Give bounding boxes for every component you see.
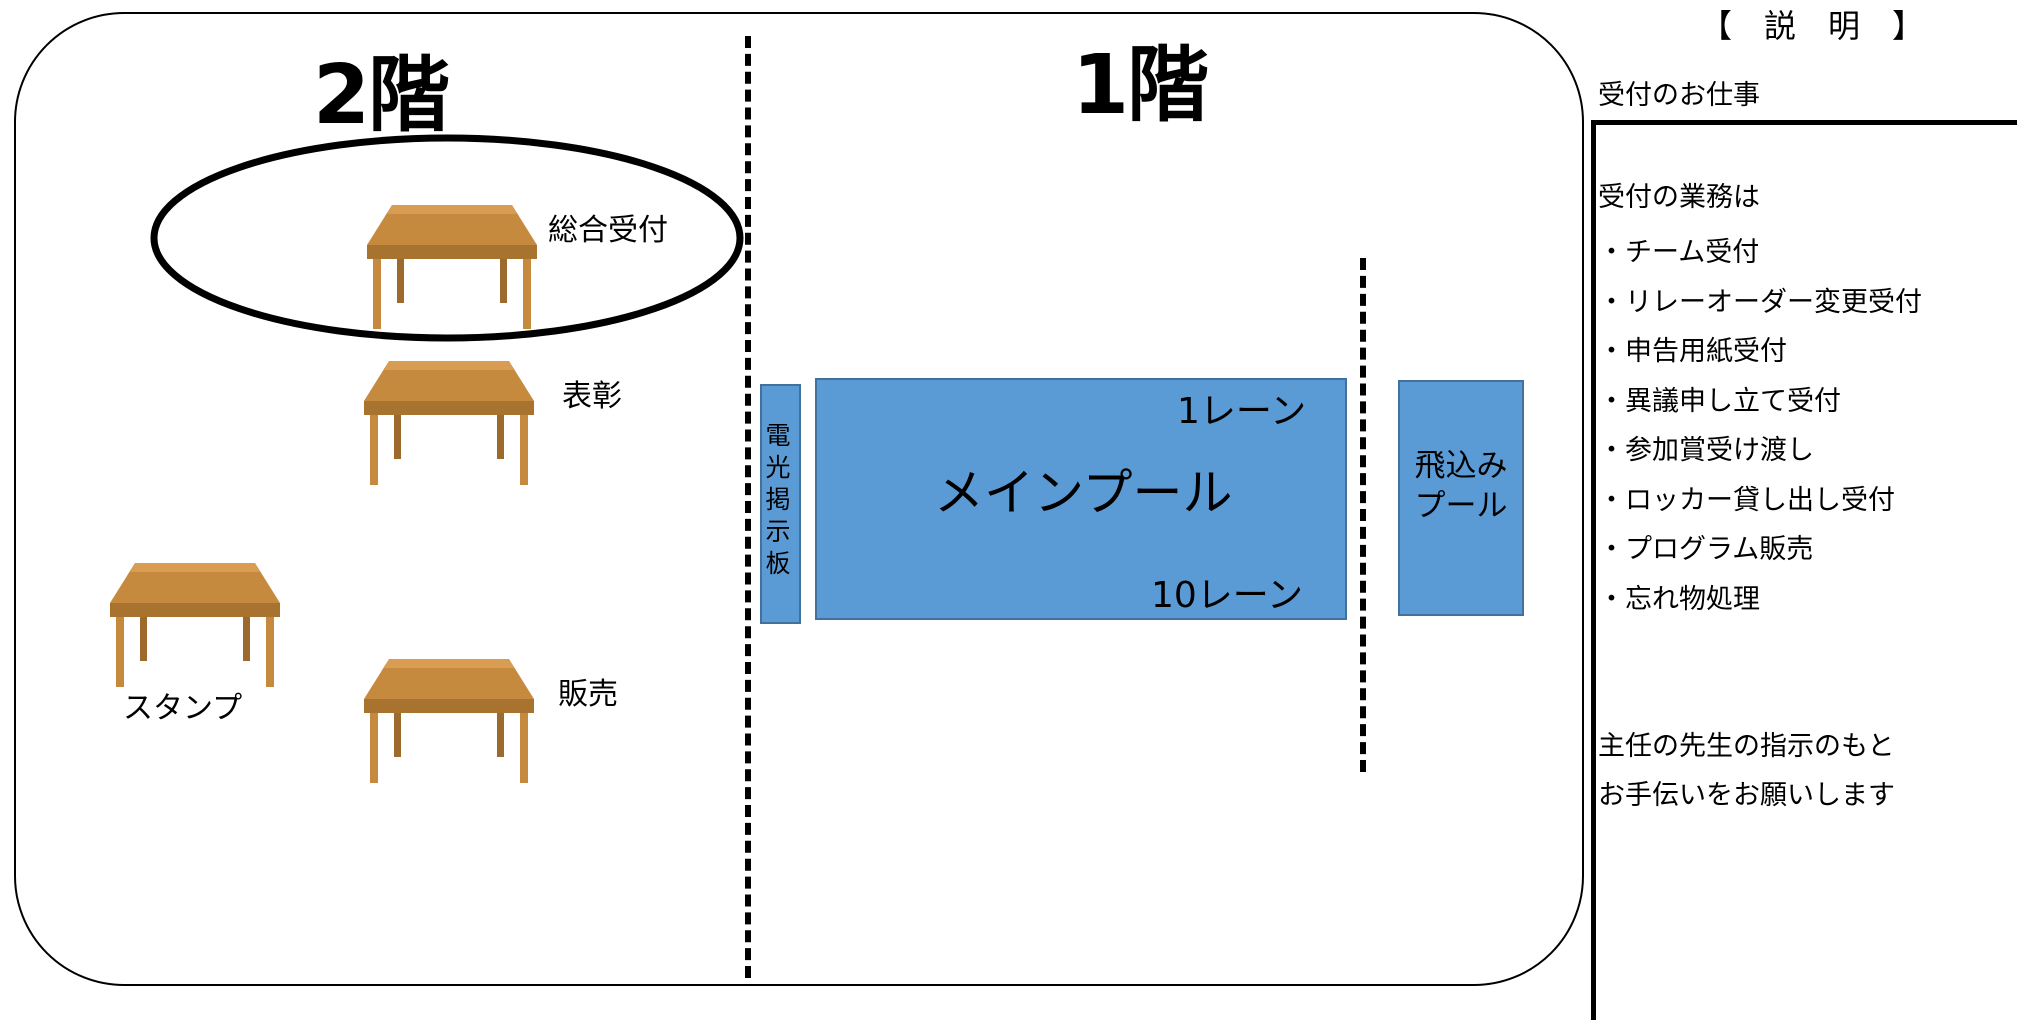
description-title: 【 説 明 】 — [1700, 7, 1925, 45]
scoreboard — [760, 384, 801, 624]
scoreboard-label: 電光掲示板 — [765, 421, 791, 578]
table-icon-general-reception — [367, 200, 537, 330]
description-subtitle: 受付のお仕事 — [1598, 80, 1760, 111]
table-icon-sales — [364, 654, 534, 784]
diving-pool-divider — [1360, 258, 1366, 772]
floor-divider — [745, 36, 751, 978]
main-pool — [815, 378, 1347, 620]
general-reception-label: 総合受付 — [548, 213, 668, 248]
description-intro: 受付の業務は — [1598, 182, 1760, 213]
task-list-item: 申告用紙受付 — [1598, 327, 1922, 377]
diving-pool — [1398, 380, 1524, 616]
description-box — [1591, 120, 2017, 1020]
task-list: チーム受付 リレーオーダー変更受付 申告用紙受付 異議申し立て受付 参加賞受け渡… — [1598, 228, 1922, 624]
lane-10-label: 10レーン — [1151, 575, 1304, 616]
task-list-item: 参加賞受け渡し — [1598, 426, 1922, 476]
main-pool-label: メインプール — [934, 464, 1233, 522]
reception-highlight-ellipse — [150, 134, 744, 342]
task-list-item: リレーオーダー変更受付 — [1598, 278, 1922, 328]
task-list-item: 忘れ物処理 — [1598, 575, 1922, 625]
floor-2-label: 2階 — [313, 48, 450, 143]
table-icon-awards — [364, 356, 534, 486]
task-list-item: チーム受付 — [1598, 228, 1922, 278]
lane-1-label: 1レーン — [1177, 391, 1307, 432]
footer-line-2: お手伝いをお願いします — [1598, 780, 1895, 811]
task-list-item: プログラム販売 — [1598, 525, 1922, 575]
stamp-label: スタンプ — [123, 691, 243, 726]
diving-pool-label: 飛込み プール — [1414, 448, 1508, 524]
venue-outline — [14, 12, 1584, 986]
task-list-item: ロッカー貸し出し受付 — [1598, 476, 1922, 526]
description-footer: 主任の先生の指示のもと お手伝いをお願いします — [1598, 722, 1895, 820]
floor-1-label: 1階 — [1072, 38, 1209, 133]
awards-label: 表彰 — [562, 379, 622, 414]
sales-label: 販売 — [558, 677, 618, 712]
table-icon-stamp — [110, 558, 280, 688]
task-list-item: 異議申し立て受付 — [1598, 377, 1922, 427]
footer-line-1: 主任の先生の指示のもと — [1598, 731, 1895, 762]
